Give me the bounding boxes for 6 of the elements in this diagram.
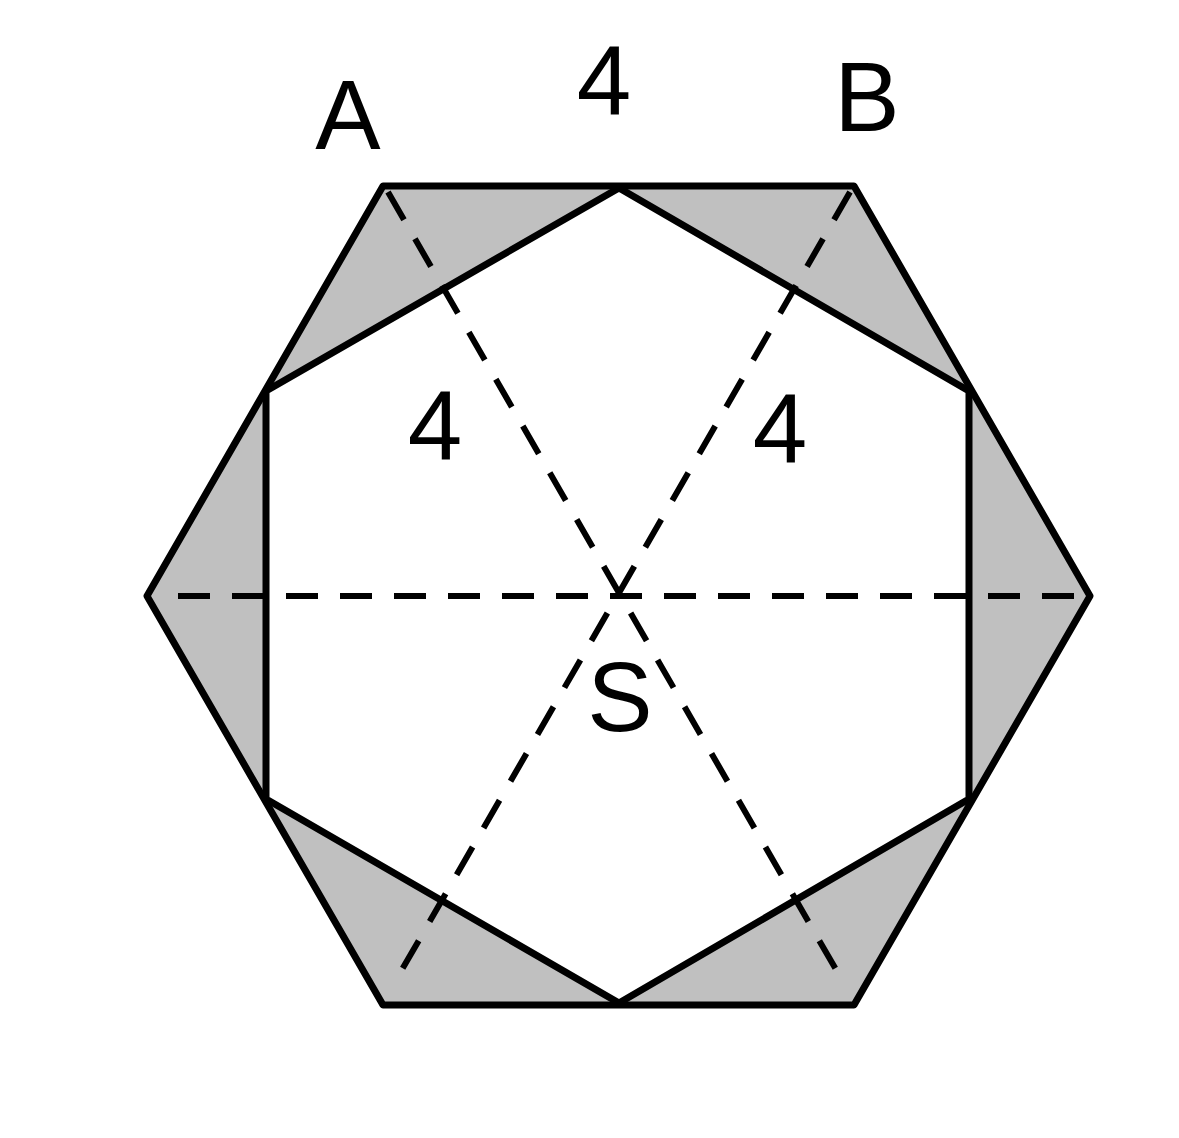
- side-length-label: 4: [752, 379, 808, 477]
- vertex-label: A: [315, 66, 381, 164]
- center-label: S: [587, 648, 653, 746]
- vertex-label: B: [834, 48, 900, 146]
- side-length-label: 4: [407, 376, 463, 474]
- side-length-label: 4: [576, 31, 632, 129]
